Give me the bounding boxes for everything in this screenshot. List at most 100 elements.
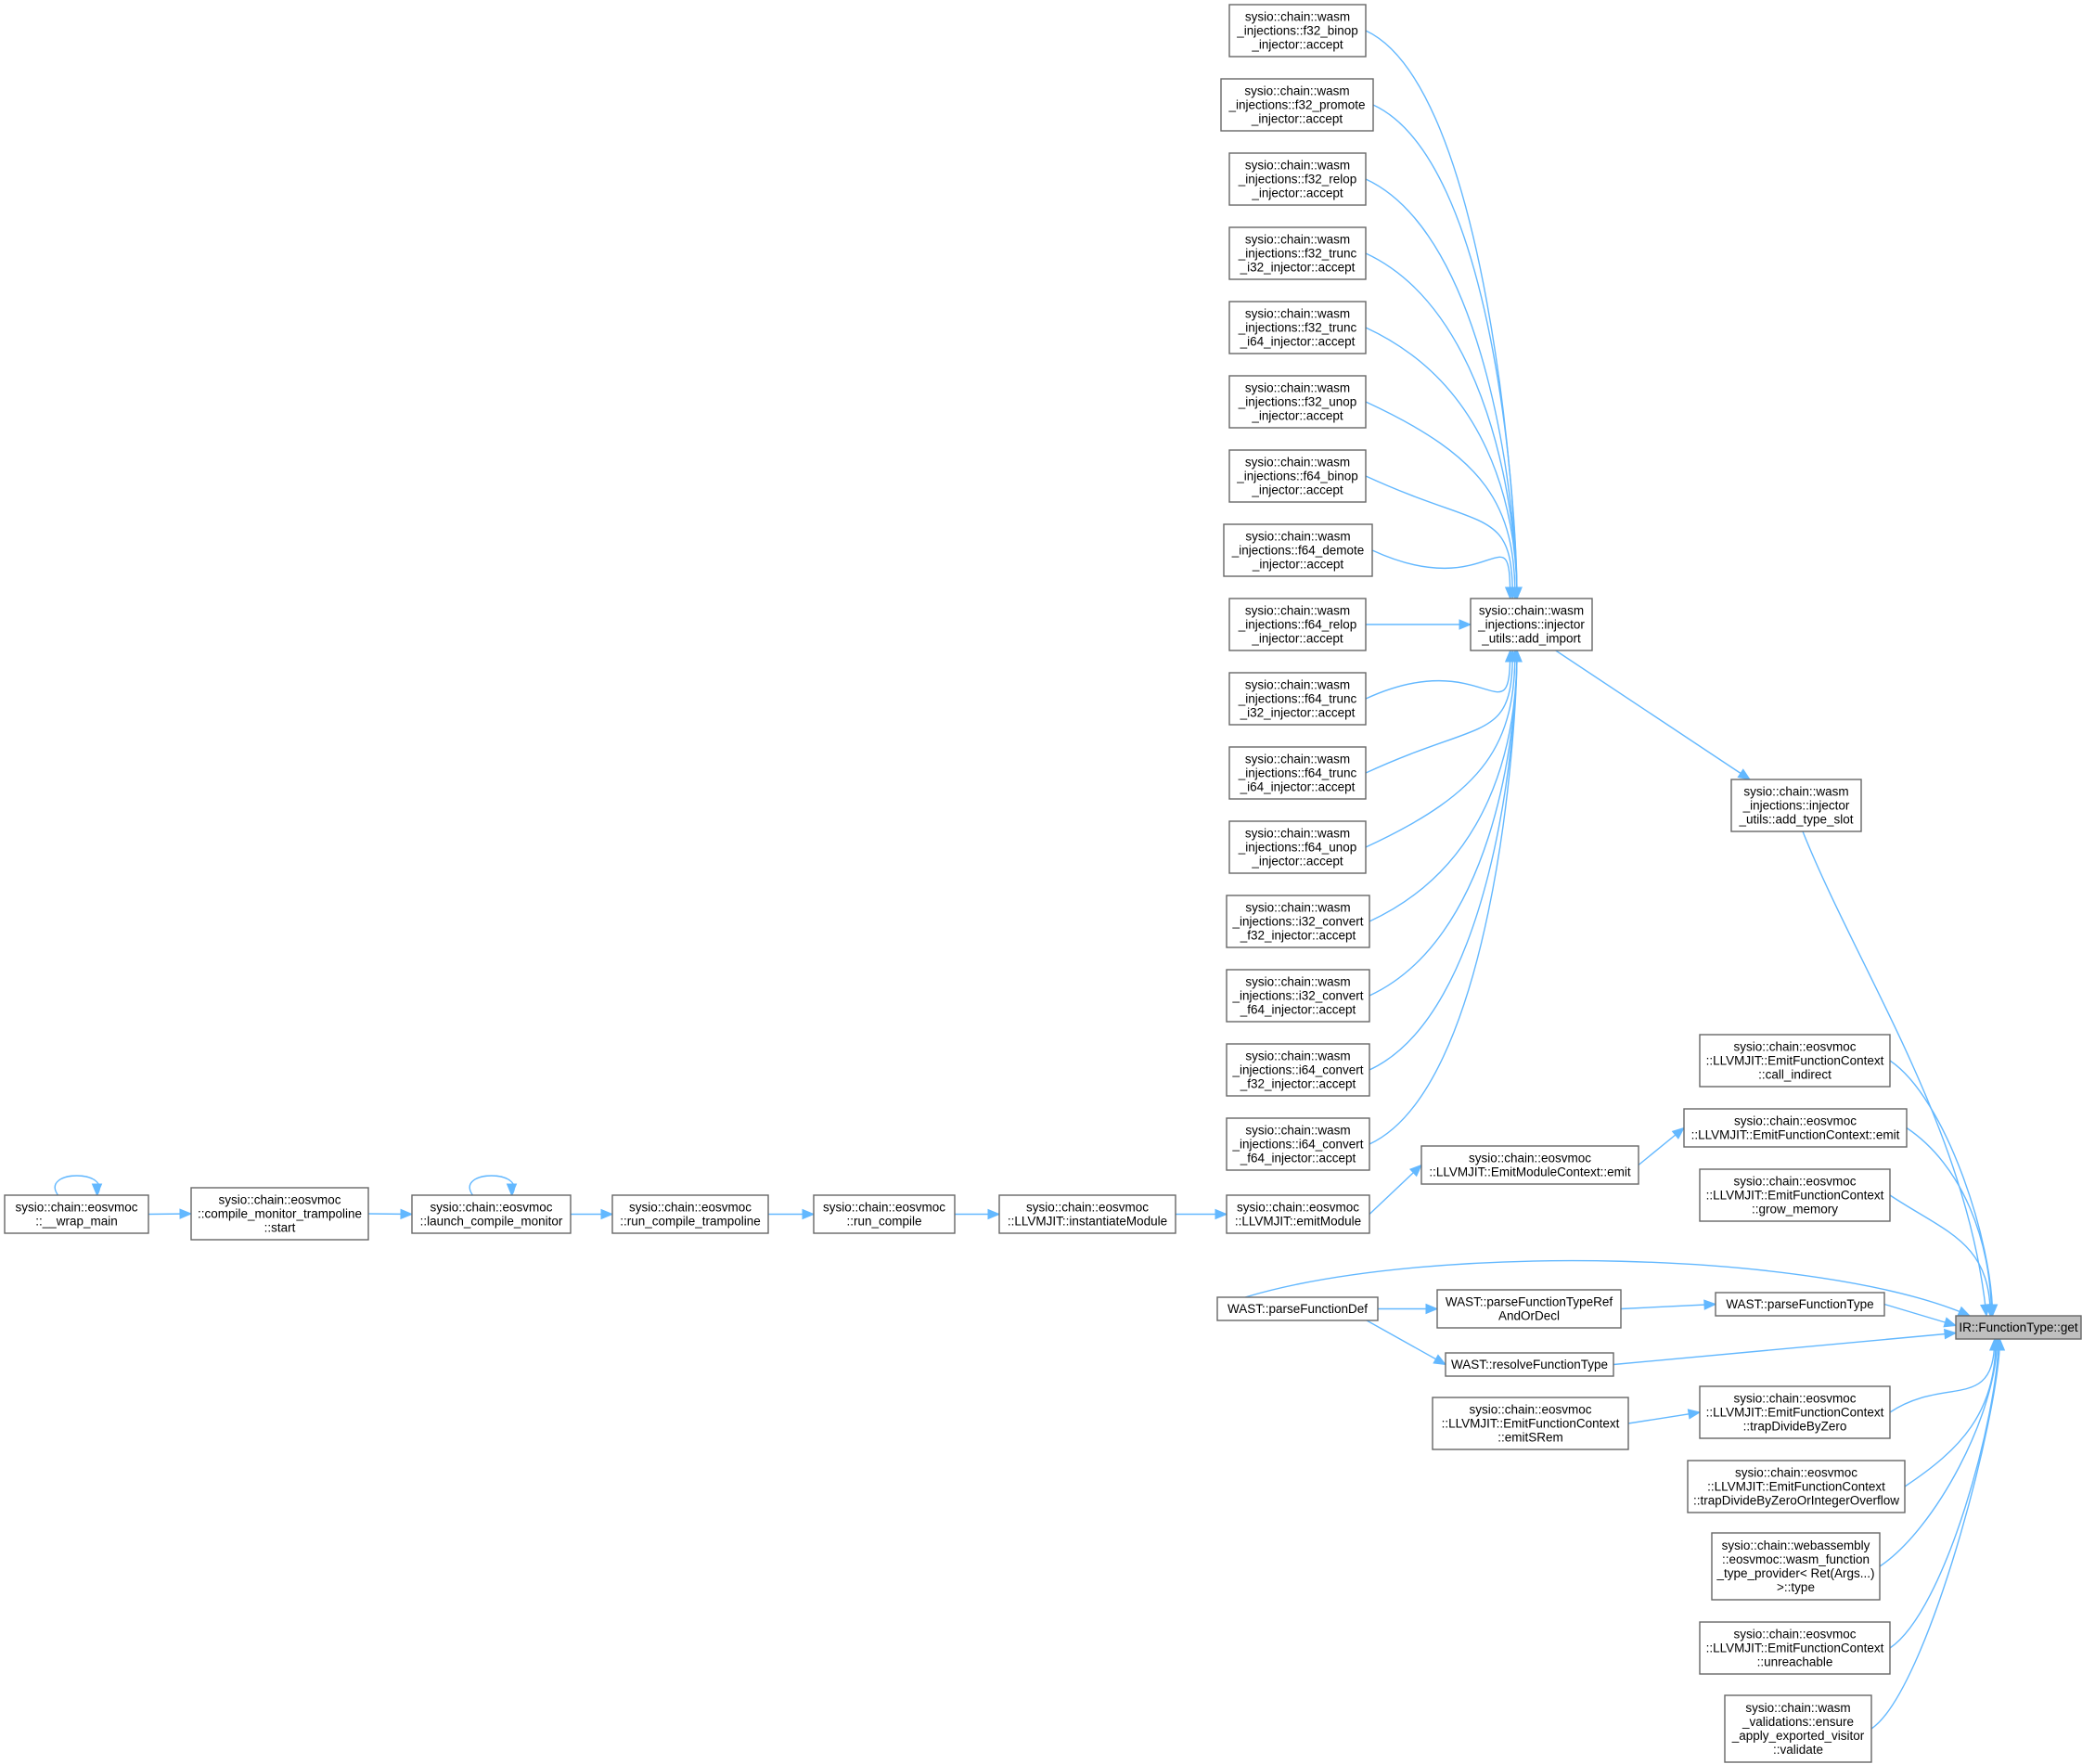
- node-instantiateModule[interactable]: sysio::chain::eosvmoc::LLVMJIT::instanti…: [998, 1194, 1176, 1234]
- node-label-line: WAST::parseFunctionType: [1726, 1297, 1873, 1311]
- edge-add_import-to-add_type_slot: [1555, 650, 1752, 780]
- node-grow-memory[interactable]: sysio::chain::eosvmoc::LLVMJIT::EmitFunc…: [1699, 1168, 1891, 1222]
- node-f64-trunc-i64[interactable]: sysio::chain::wasm_injections::f64_trunc…: [1228, 746, 1367, 800]
- node-label-line: sysio::chain::wasm: [1245, 456, 1350, 470]
- edge-efc_emit-to-get-line: [1906, 1127, 1993, 1317]
- graph-edges: [54, 30, 2006, 1730]
- node-label-line: sysio::chain::eosvmoc: [15, 1201, 137, 1215]
- node-label-line: ::emitSRem: [1497, 1431, 1563, 1445]
- edge-i64_convert_f64-to-add_import: [1369, 649, 1523, 1145]
- node-box: [4, 1194, 149, 1234]
- node-label-line: ::run_compile: [846, 1215, 921, 1229]
- node-label-line: ::LLVMJIT::EmitFunctionContext: [1706, 1189, 1884, 1203]
- edge-trapDivideByZeroOrIntegerOverflow-to-get-line: [1904, 1338, 1997, 1487]
- node-run-compile-trampoline[interactable]: sysio::chain::eosvmoc::run_compile_tramp…: [611, 1194, 769, 1234]
- node-parseFunctionType[interactable]: WAST::parseFunctionType: [1715, 1292, 1885, 1317]
- node-label-line: sysio::chain::eosvmoc: [430, 1201, 552, 1215]
- node-label-line: _utils::add_import: [1481, 632, 1581, 646]
- node-label-line: sysio::chain::eosvmoc: [823, 1201, 945, 1215]
- node-label-line: _injections::i32_convert: [1231, 989, 1363, 1003]
- node-label-line: ::LLVMJIT::EmitFunctionContext: [1706, 1054, 1884, 1068]
- node-label-line: sysio::chain::wasm: [1743, 785, 1848, 799]
- node-label-line: sysio::chain::wasm: [1245, 827, 1350, 841]
- node-trapDivideByZero[interactable]: sysio::chain::eosvmoc::LLVMJIT::EmitFunc…: [1699, 1385, 1891, 1439]
- node-f64-unop[interactable]: sysio::chain::wasm_injections::f64_unop_…: [1228, 820, 1367, 874]
- node-i64-convert-f64[interactable]: sysio::chain::wasm_injections::i64_conve…: [1226, 1117, 1370, 1171]
- node-trampoline-start[interactable]: sysio::chain::eosvmoc::compile_monitor_t…: [190, 1187, 369, 1241]
- node-label-line: ::LLVMJIT::EmitFunctionContext: [1706, 1406, 1884, 1420]
- edge-trapDivideByZeroOrIntegerOverflow-to-get: [1904, 1337, 2001, 1487]
- node-f32-trunc-i64[interactable]: sysio::chain::wasm_injections::f32_trunc…: [1228, 301, 1367, 354]
- node-label-line: _f32_injector::accept: [1240, 1077, 1356, 1091]
- node-emc-emit[interactable]: sysio::chain::eosvmoc::LLVMJIT::EmitModu…: [1420, 1145, 1639, 1185]
- node-label-line: _i32_injector::accept: [1240, 261, 1356, 275]
- node-f32-relop[interactable]: sysio::chain::wasm_injections::f32_relop…: [1228, 152, 1367, 206]
- node-label-line: sysio::chain::wasm: [1244, 84, 1349, 98]
- edge-launch_compile_monitor-to-launch_compile_monitor-arrow: [506, 1183, 518, 1197]
- node-label-line: sysio::chain::wasm: [1745, 1701, 1850, 1715]
- node-emitModule[interactable]: sysio::chain::eosvmoc::LLVMJIT::emitModu…: [1226, 1194, 1370, 1234]
- node-f32-trunc-i32[interactable]: sysio::chain::wasm_injections::f32_trunc…: [1228, 226, 1367, 280]
- node-label-line: sysio::chain::wasm: [1245, 159, 1350, 173]
- node-box: [1226, 1043, 1370, 1097]
- node-label-line: WAST::parseFunctionDef: [1227, 1302, 1368, 1316]
- node-label-line: sysio::chain::eosvmoc: [1469, 1403, 1591, 1417]
- node-f64-trunc-i32[interactable]: sysio::chain::wasm_injections::f64_trunc…: [1228, 672, 1367, 726]
- node-label-line: ::compile_monitor_trampoline: [198, 1207, 362, 1221]
- node-add-type-slot[interactable]: sysio::chain::wasm_injections::injector_…: [1730, 779, 1862, 832]
- edge-f64_trunc_i32-to-add_import: [1365, 649, 1516, 700]
- node-label-line: sysio::chain::eosvmoc: [1734, 1114, 1857, 1128]
- node-label-line: sysio::chain::wasm: [1245, 604, 1350, 618]
- node-label-line: _injections::f32_trunc: [1238, 321, 1357, 335]
- node-f32-promote[interactable]: sysio::chain::wasm_injections::f32_promo…: [1220, 78, 1374, 132]
- node-label-line: ::launch_compile_monitor: [420, 1215, 563, 1229]
- edge-run_compile-to-instantiateModule-arrow: [987, 1208, 1001, 1220]
- edge-f32_unop-to-add_import: [1365, 401, 1521, 600]
- node-add-import[interactable]: sysio::chain::wasm_injections::injector_…: [1470, 598, 1593, 651]
- node-wrap-main[interactable]: sysio::chain::eosvmoc::__wrap_main: [4, 1194, 149, 1234]
- node-trapDivideByZeroOrIntegerOverflow[interactable]: sysio::chain::eosvmoc::LLVMJIT::EmitFunc…: [1687, 1460, 1906, 1513]
- node-get[interactable]: IR::FunctionType::get: [1955, 1315, 2082, 1340]
- node-launch-compile-monitor[interactable]: sysio::chain::eosvmoc::launch_compile_mo…: [411, 1194, 572, 1234]
- node-box: [1730, 779, 1862, 832]
- node-label-line: _injections::f64_binop: [1236, 470, 1358, 483]
- edge-f32_trunc_i32-to-add_import-line: [1365, 252, 1518, 599]
- edge-add_import-to-add_type_slot-line: [1555, 650, 1751, 780]
- node-box: [1228, 375, 1367, 429]
- node-call-indirect[interactable]: sysio::chain::eosvmoc::LLVMJIT::EmitFunc…: [1699, 1034, 1891, 1088]
- node-f32-unop[interactable]: sysio::chain::wasm_injections::f32_unop_…: [1228, 375, 1367, 429]
- edge-run_compile_trampoline-to-run_compile-arrow: [802, 1208, 816, 1220]
- node-wasm-function-type-provider[interactable]: sysio::chain::webassembly::eosvmoc::wasm…: [1711, 1532, 1881, 1601]
- node-emitSRem[interactable]: sysio::chain::eosvmoc::LLVMJIT::EmitFunc…: [1432, 1397, 1629, 1450]
- edge-unreachable-to-get: [1889, 1337, 2004, 1649]
- edge-wrap_main-to-wrap_main-arrow: [91, 1183, 103, 1197]
- node-box: [1228, 226, 1367, 280]
- edge-f64_demote-to-add_import: [1371, 549, 1516, 600]
- node-box: [411, 1194, 572, 1234]
- edge-parseFunctionDef-to-get-line: [1244, 1259, 1971, 1317]
- node-run-compile[interactable]: sysio::chain::eosvmoc::run_compile: [813, 1194, 956, 1234]
- edge-f32_relop-to-add_import: [1365, 178, 1523, 600]
- node-f64-demote[interactable]: sysio::chain::wasm_injections::f64_demot…: [1223, 523, 1373, 577]
- node-i64-convert-f32[interactable]: sysio::chain::wasm_injections::i64_conve…: [1226, 1043, 1370, 1097]
- node-box: [1683, 1108, 1908, 1148]
- node-f64-binop[interactable]: sysio::chain::wasm_injections::f64_binop…: [1228, 449, 1367, 503]
- node-box: [813, 1194, 956, 1234]
- node-f64-relop[interactable]: sysio::chain::wasm_injections::f64_relop…: [1228, 598, 1367, 651]
- node-label-line: sysio::chain::wasm: [1479, 604, 1584, 618]
- edge-i32_convert_f64-to-add_import-line: [1369, 650, 1518, 997]
- edge-emitModule-to-emc_emit-arrow: [1408, 1164, 1422, 1178]
- node-resolveFunctionType[interactable]: WAST::resolveFunctionType: [1445, 1352, 1614, 1377]
- node-validate[interactable]: sysio::chain::wasm_validations::ensure_a…: [1724, 1694, 1872, 1763]
- node-label-line: sysio::chain::wasm: [1245, 678, 1350, 692]
- node-f32-binop[interactable]: sysio::chain::wasm_injections::f32_binop…: [1228, 4, 1367, 58]
- node-i32-convert-f64[interactable]: sysio::chain::wasm_injections::i32_conve…: [1226, 969, 1370, 1023]
- node-label-line: _injections::i64_convert: [1231, 1063, 1363, 1077]
- node-efc-emit[interactable]: sysio::chain::eosvmoc::LLVMJIT::EmitFunc…: [1683, 1108, 1908, 1148]
- edge-f64_demote-to-add_import-arrow: [1504, 586, 1516, 600]
- node-parseFunctionDef[interactable]: WAST::parseFunctionDef: [1216, 1296, 1379, 1321]
- node-label-line: _injections::f64_demote: [1231, 544, 1365, 558]
- node-i32-convert-f32[interactable]: sysio::chain::wasm_injections::i32_conve…: [1226, 895, 1370, 948]
- node-unreachable[interactable]: sysio::chain::eosvmoc::LLVMJIT::EmitFunc…: [1699, 1621, 1891, 1675]
